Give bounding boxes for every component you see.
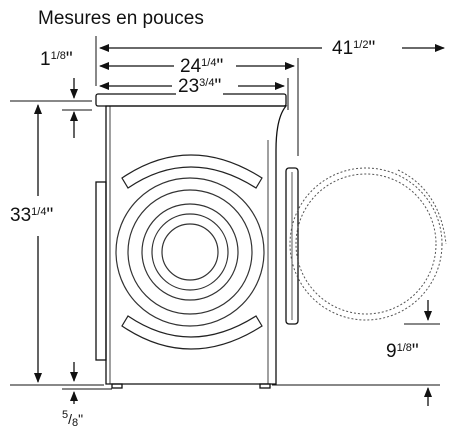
dim-depth-inner-label: 233/4" [176,76,224,97]
dim-door-clearance-label: 91/8" [386,341,419,362]
dimension-lines [10,36,445,406]
drum-ring-2 [127,189,253,315]
diagram-title: Mesures en pouces [38,8,204,29]
washer-body [95,93,288,389]
dim-height-label: 331/4" [8,205,56,226]
dim-feet-height-label: 5/8" [62,409,84,429]
foot-back [111,383,123,389]
dim-depth-outer-label: 241/4" [178,56,226,77]
bottom-band [121,315,263,350]
dim-total-depth-label: 411/2" [330,38,378,59]
drum-rings [115,177,265,327]
foot-front [259,383,271,389]
dim-top-offset-label: 11/8" [40,49,73,70]
drum-ring-1 [115,177,265,327]
back-panel [95,181,107,361]
drum-ring-5 [161,223,219,281]
top-band [121,154,263,189]
drum-bands [121,154,263,350]
door-closed [285,167,299,325]
door-open-dashed [289,167,447,321]
drum-ring-4 [151,213,229,291]
washer-cabinet [105,105,288,385]
drum-ring-3 [141,203,239,301]
